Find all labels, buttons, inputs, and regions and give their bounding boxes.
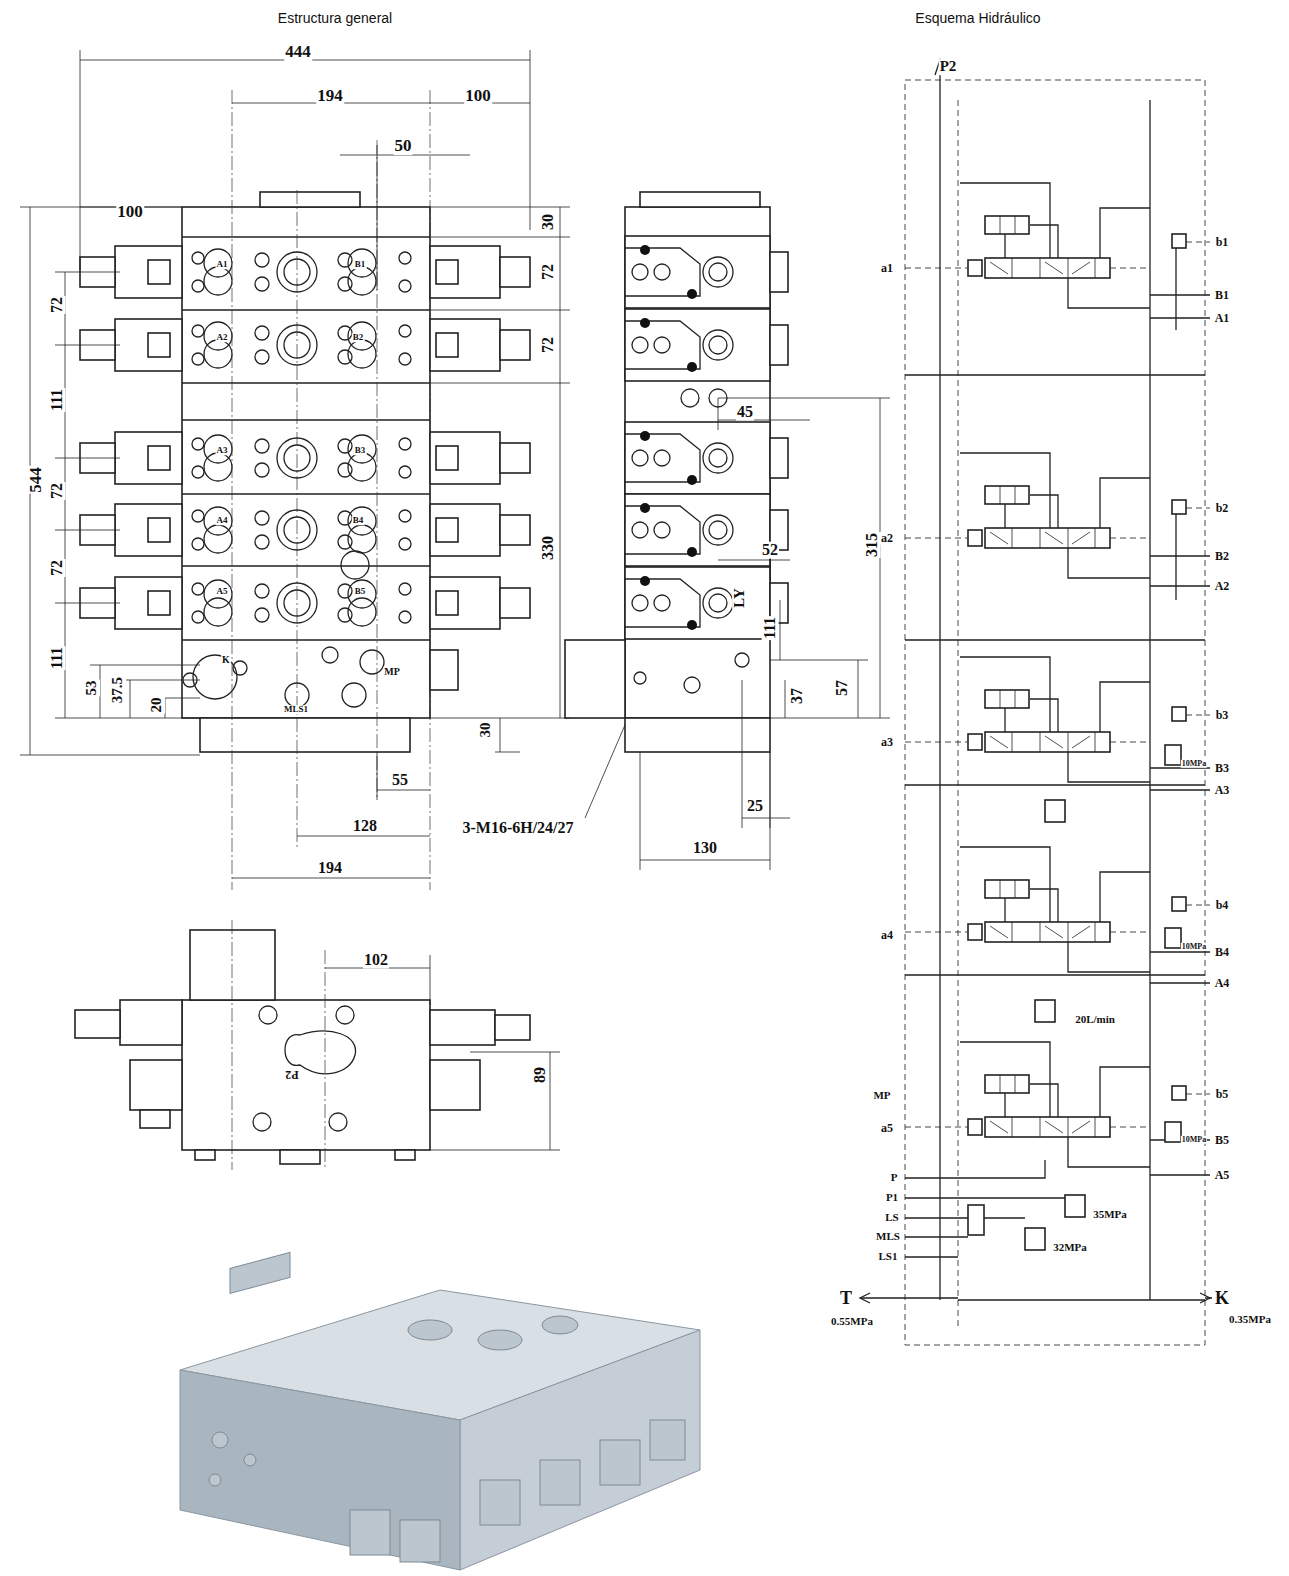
port-label: K: [1214, 1289, 1230, 1308]
port-label: a1: [880, 262, 894, 275]
dimension-value: LY: [732, 587, 748, 608]
port-label: b3: [1215, 709, 1230, 722]
port-label: B5: [1214, 1134, 1230, 1147]
port-label: B1: [354, 260, 367, 269]
port-label: A3: [1214, 784, 1231, 797]
port-label: P1: [885, 1192, 899, 1204]
port-label: A4: [1214, 977, 1231, 990]
dimension-value: 50: [394, 137, 413, 155]
port-label: MP: [383, 667, 401, 678]
dimension-value: 194: [317, 860, 343, 877]
port-label: LS1: [878, 1251, 899, 1263]
dimension-value: 100: [116, 203, 144, 221]
note-label: 3-M16-6H/24/27: [461, 820, 574, 837]
port-label: A3: [216, 446, 229, 455]
port-label: LS: [884, 1212, 899, 1224]
dimension-value: 111: [49, 388, 66, 412]
port-label: P2: [284, 1069, 299, 1082]
port-label: B2: [1214, 550, 1230, 563]
dimension-value: 53: [84, 680, 100, 697]
port-label: MLS1: [283, 705, 309, 714]
port-label: B2: [352, 333, 365, 342]
port-label: K: [221, 655, 231, 666]
port-label: P: [890, 1172, 899, 1184]
port-label: MLS: [875, 1231, 901, 1243]
note-label: 0.55MPa: [830, 1316, 874, 1328]
dimension-value: 444: [284, 43, 312, 61]
view-heading: Esquema Hidráulico: [914, 11, 1041, 26]
dimension-value: 72: [540, 263, 557, 281]
port-label: A5: [1214, 1169, 1231, 1182]
dimension-value: 72: [49, 482, 66, 500]
dimension-value: 102: [363, 952, 389, 969]
port-label: A2: [216, 333, 229, 342]
port-label: b1: [1215, 236, 1230, 249]
dimension-value: 100: [464, 87, 492, 105]
dimension-value: 30: [478, 722, 494, 739]
port-label: a5: [880, 1122, 894, 1135]
port-label: T: [839, 1289, 853, 1308]
note-label: 10MPa: [1181, 943, 1207, 951]
note-label: 10MPa: [1181, 760, 1207, 768]
dimension-value: 57: [834, 679, 851, 697]
dimension-value: 111: [762, 616, 779, 640]
note-label: 32MPa: [1052, 1242, 1088, 1254]
note-label: 10MPa: [1181, 1136, 1207, 1144]
dimension-value: 37.5: [110, 676, 126, 704]
dimension-value: 72: [49, 559, 66, 577]
note-label: 0.35MPa: [1228, 1314, 1272, 1326]
dimension-value: 111: [49, 646, 66, 670]
dimension-value: 315: [864, 532, 881, 558]
dimension-value: 89: [532, 1066, 549, 1084]
dimension-value: 30: [540, 213, 557, 231]
port-label: B3: [354, 446, 367, 455]
port-label: b4: [1215, 899, 1230, 912]
dimension-value: 55: [391, 772, 409, 789]
dimension-value: 52: [761, 542, 779, 559]
dimension-value: 25: [746, 798, 764, 815]
port-label: A2: [1214, 580, 1231, 593]
port-label: B1: [1214, 289, 1230, 302]
port-label: A1: [216, 260, 229, 269]
port-label: P2: [939, 59, 958, 75]
port-label: b5: [1215, 1088, 1230, 1101]
dimension-value: 194: [316, 87, 344, 105]
port-label: MP: [872, 1090, 891, 1102]
port-label: B5: [354, 587, 367, 596]
dimension-value: 130: [692, 840, 718, 857]
port-label: A1: [1214, 312, 1231, 325]
note-label: 20L/min: [1074, 1014, 1116, 1026]
dimension-value: 544: [27, 466, 45, 494]
port-label: A5: [216, 587, 229, 596]
port-label: a4: [880, 929, 894, 942]
dimension-value: 72: [49, 296, 66, 314]
port-label: B4: [1214, 946, 1230, 959]
dimension-value: 128: [352, 818, 378, 835]
port-label: A4: [216, 516, 229, 525]
port-label: B3: [1214, 762, 1230, 775]
dimension-value: 20: [149, 697, 165, 714]
dimension-value: 72: [540, 336, 557, 354]
port-label: a2: [880, 532, 894, 545]
dimension-value: 37: [789, 687, 806, 705]
dimension-value: 330: [540, 535, 557, 561]
port-label: a3: [880, 736, 894, 749]
port-label: B4: [352, 516, 365, 525]
view-heading: Estructura general: [277, 11, 393, 26]
port-label: b2: [1215, 502, 1230, 515]
note-label: 35MPa: [1092, 1209, 1128, 1221]
dimension-value: 45: [736, 404, 754, 421]
